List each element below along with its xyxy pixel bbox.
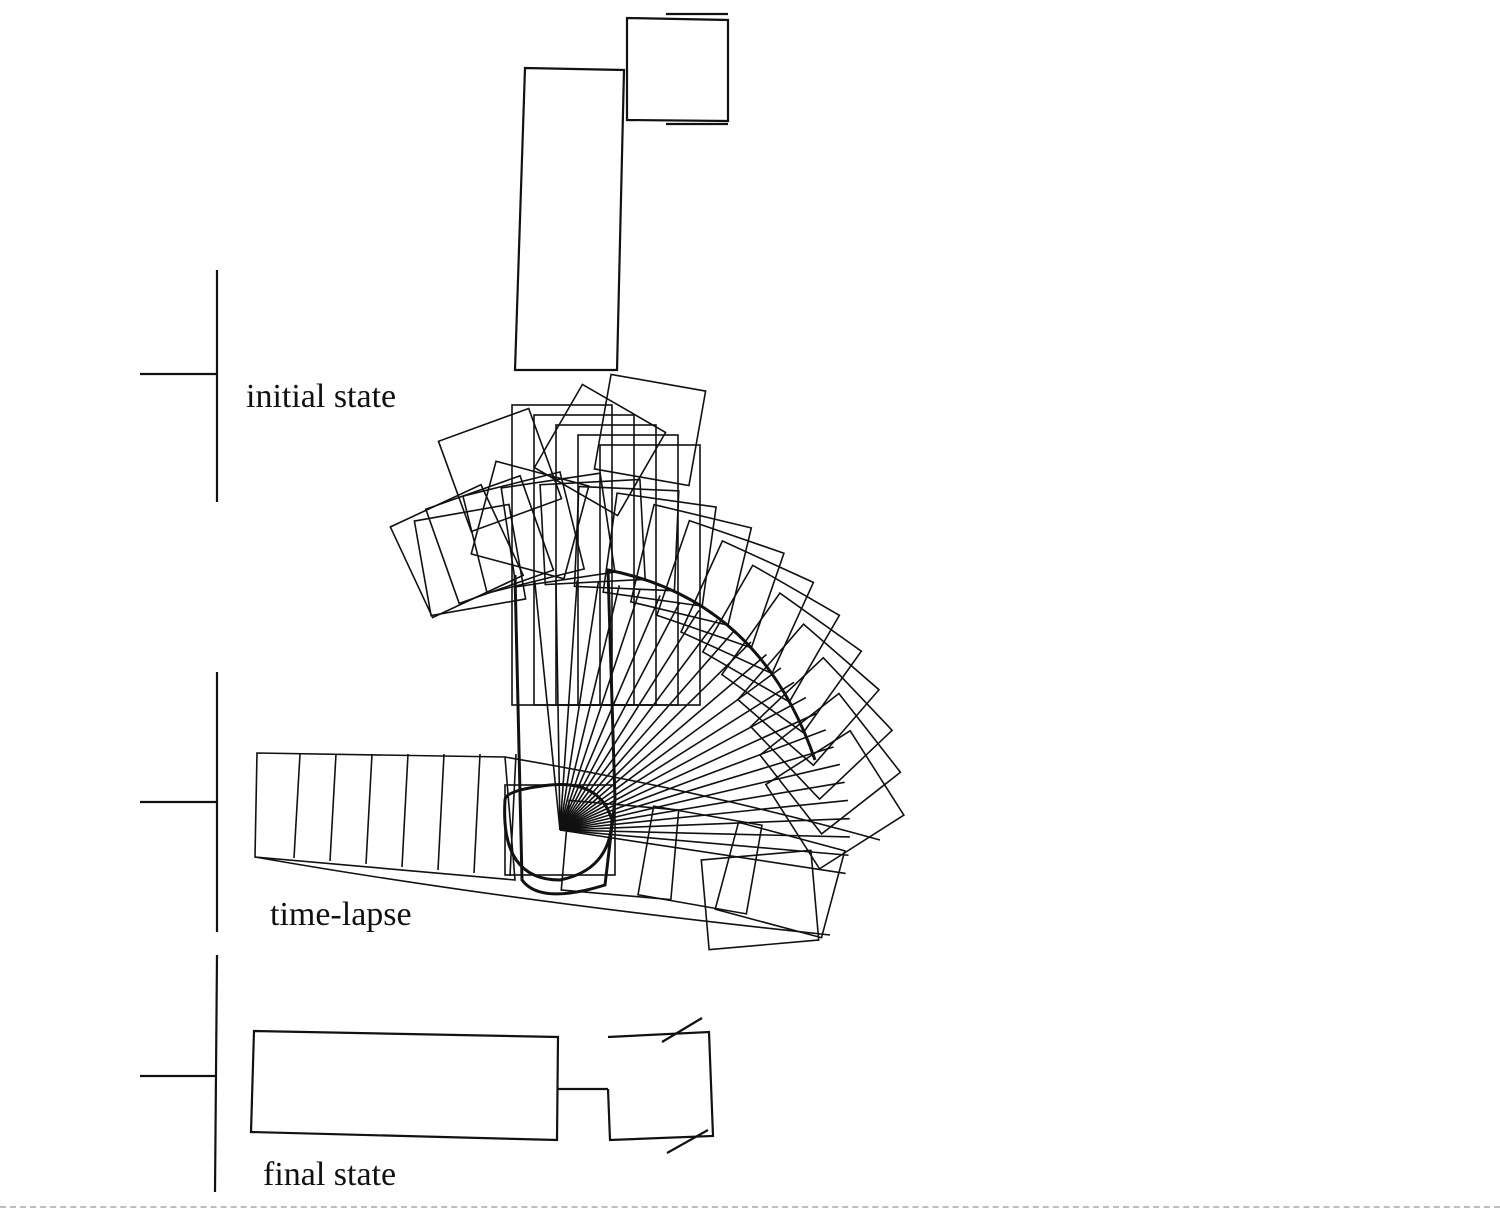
timelapse-frames [254, 373, 905, 951]
final-state-panel [140, 954, 715, 1193]
timelapse-middle-sweep [504, 756, 881, 841]
timelapse-spoke [533, 580, 561, 831]
final-wall [213, 954, 219, 1193]
timelapse-link-stripe [293, 753, 301, 859]
timelapse-link-stripe [473, 753, 481, 874]
timelapse-label: time-lapse [270, 896, 412, 933]
timelapse-square [593, 373, 707, 487]
final-gripper-bottom [666, 1129, 709, 1154]
timelapse-link-stripe [365, 753, 373, 865]
timelapse-square [573, 485, 680, 592]
timelapse-link-stripe [329, 753, 337, 862]
timelapse-spoke [559, 681, 795, 831]
initial-end-block [625, 16, 730, 123]
timelapse-horizontal-link [254, 752, 516, 881]
timelapse-panel [140, 373, 905, 951]
timelapse-link-stripe [437, 753, 445, 871]
initial-state-label: initial state [246, 378, 397, 415]
timelapse-square [602, 492, 718, 608]
timelapse-lower-sweep [254, 856, 831, 936]
timelapse-square [701, 564, 841, 703]
timelapse-spoke [559, 696, 807, 831]
timelapse-spoke [559, 729, 827, 831]
final-link [249, 1029, 560, 1142]
timelapse-square [424, 474, 555, 605]
initial-link [513, 66, 626, 372]
timelapse-square [413, 503, 527, 617]
timelapse-spoke [559, 781, 845, 831]
timelapse-spoke [559, 582, 600, 831]
timelapse-link-stripe [509, 753, 517, 877]
timelapse-square [679, 539, 815, 675]
timelapse-box [700, 849, 820, 951]
timelapse-spoke [559, 817, 850, 831]
timelapse-spoke [559, 763, 841, 831]
timelapse-spoke [559, 829, 850, 838]
timelapse-spoke [559, 641, 752, 831]
timelapse-spoke [559, 712, 817, 831]
timelapse-square [764, 729, 905, 870]
timelapse-square [720, 592, 863, 734]
timelapse-box [560, 799, 680, 901]
timelapse-spoke [559, 619, 718, 831]
timelapse-spoke [559, 589, 641, 831]
timelapse-spoke [559, 601, 681, 831]
timelapse-spoke [555, 580, 561, 831]
timelapse-link-frame [533, 414, 635, 706]
timelapse-square [749, 656, 894, 801]
timelapse-box [637, 805, 763, 915]
timelapse-spoke [559, 629, 736, 831]
final-state-label: final state [263, 1156, 397, 1193]
timelapse-square [500, 472, 616, 588]
timelapse-spoke [559, 829, 846, 875]
timelapse-square [539, 478, 647, 586]
timelapse-link-frame [599, 444, 701, 706]
final-end-block [606, 1030, 715, 1142]
timelapse-square [655, 519, 785, 649]
timelapse-link-stripe [401, 753, 409, 868]
timelapse-square [470, 460, 590, 580]
timelapse-spoke [559, 610, 700, 831]
timelapse-spoke [559, 746, 834, 831]
timelapse-spoke [559, 595, 661, 831]
timelapse-spoke [559, 580, 578, 831]
timelapse-square [437, 407, 563, 533]
page-bottom-rule [0, 1206, 1500, 1208]
timelapse-box [714, 821, 846, 939]
final-gripper-top [661, 1017, 703, 1043]
timelapse-loop [503, 568, 817, 896]
timelapse-square [533, 383, 667, 517]
timelapse-square [629, 503, 753, 627]
timelapse-spoke [559, 653, 768, 831]
initial-state-panel [140, 12, 730, 502]
